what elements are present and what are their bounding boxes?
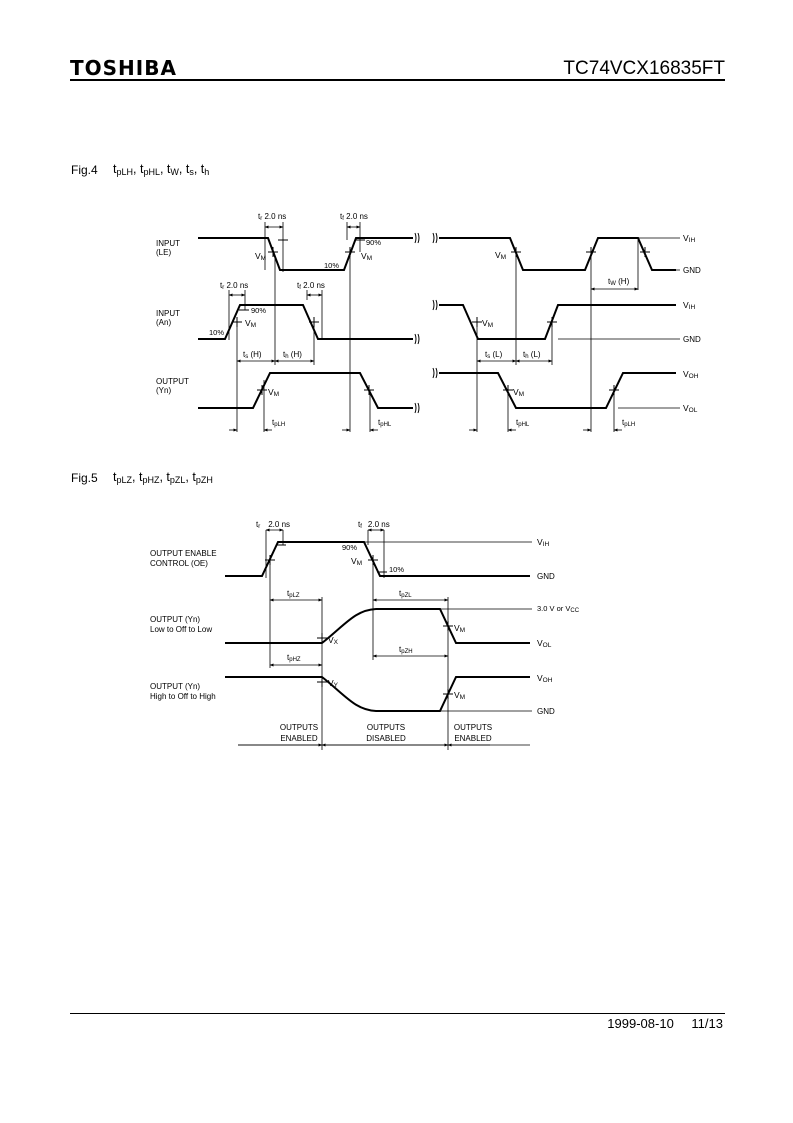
fig4-gnd-2: GND [683,335,701,344]
fig5-vm-low: VM [454,623,465,634]
fig4-out-wave-left [198,372,413,409]
fig4-vm-labels: VM VM VM VM VM VM VM [245,250,524,398]
fig4-an-wave-left [198,304,413,340]
toshiba-logo: TOSHIBA [70,56,177,80]
fig4-ts-h: ts (H) [243,350,262,360]
fig4-le-wave-right [439,237,676,271]
fig4-tr-an: tr 2.0 ns [220,281,248,291]
fig4-vol: VOL [683,403,698,414]
header-rule [70,79,725,81]
timing-symbol: th [200,162,210,177]
timing-symbol: ts [185,162,194,177]
timing-symbol: tpZH [192,470,213,485]
fig5-low-label: OUTPUT (Yn)Low to Off to Low [150,615,212,634]
fig4-vm-label: VM [495,250,506,261]
fig4-vm-label: VM [482,318,493,329]
fig5-label: Fig.5 [71,471,98,485]
fig5-oe-wave [225,541,530,577]
fig4-tr-le: tr 2.0 ns [258,212,286,222]
fig4-tf-le: tf 2.0 ns [340,212,368,222]
fig4-label: Fig.4 [71,163,98,177]
fig4-le-wave-left [198,237,413,271]
footer-page: 11/13 [691,1016,723,1031]
fig5-vm-high: VM [454,690,465,701]
fig5-vih: VIH [537,537,549,548]
fig4-vm-label: VM [268,387,279,398]
fig4-90pct-le: 90% [366,238,381,247]
fig5-tphz: tpHZ [287,653,301,663]
footer-date: 1999-08-10 [607,1016,674,1031]
fig4-ts-l: ts (L) [485,350,503,360]
timing-symbol: tpHZ [138,470,160,485]
fig5-vcc: 3.0 V or VCC [537,604,580,614]
fig5-gnd-1: GND [537,572,555,581]
fig5-vol: VOL [537,638,552,649]
part-number: TC74VCX16835FT [563,58,725,79]
fig4-tw-h: tW (H) [608,277,630,287]
fig4-10pct-an: 10% [209,328,224,337]
fig5-gnd-2: GND [537,707,555,716]
fig5-symbols: tpLZ, tpHZ, tpZL, tpZH [113,470,213,485]
fig4-th-l: th (L) [523,350,541,360]
fig4-10pct-le: 10% [324,261,339,270]
fig4-vih-1: VIH [683,233,695,244]
fig4-voh: VOH [683,369,699,380]
fig5-tplz: tpLZ [287,589,300,599]
fig4-vm-label: VM [245,318,256,329]
fig4-vm-label: VM [361,251,372,262]
fig4-vm-label: VM [513,387,524,398]
footer-rule [70,1013,725,1014]
timing-symbol: tpLZ [113,470,132,485]
fig4-90pct-an: 90% [251,306,266,315]
fig5-high-label: OUTPUT (Yn)High to Off to High [150,682,216,701]
fig4-tplh-label: tpLH [272,418,285,428]
timing-symbol: tpLH [113,162,133,177]
fig4-th-h: th (H) [283,350,302,360]
fig4-vm-label: VM [255,251,266,262]
fig5-high-wave [225,676,530,712]
fig4-tp-labels: tpLH tpHL tpHL tpLH [272,418,635,428]
fig4-input-le-label: INPUT(LE) [156,239,180,257]
footer: 1999-08-10 11/13 [593,1016,723,1031]
fig5-vm-oe: VM [351,556,362,567]
fig5-90pct: 90% [342,543,357,552]
fig4-diagram: INPUT(LE) INPUT(An) OUTPUT(Yn) VIH GND V… [156,212,701,432]
fig4-an-wave-right [439,304,676,340]
fig4-output-label: OUTPUT(Yn) [156,377,189,395]
fig4-tf-an: tf 2.0 ns [297,281,325,291]
fig5-low-wave [225,608,530,644]
fig4-tphl-label: tpHL [516,418,530,428]
fig5-vx: VX [328,635,339,646]
fig4-gnd-1: GND [683,266,701,275]
timing-symbol: tpHL [139,162,160,177]
fig5-tpzh: tpZH [399,645,413,655]
fig4-tplh-label: tpLH [622,418,635,428]
fig4-vih-2: VIH [683,300,695,311]
fig5-10pct: 10% [389,565,404,574]
fig5-tpzl: tpZL [399,589,412,599]
fig5-voh: VOH [537,673,553,684]
fig4-symbols: tpLH, tpHL, tW, ts, th [113,162,210,177]
fig4-tphl-label: tpHL [378,418,392,428]
timing-symbol: tpZL [166,470,186,485]
timing-symbol: tW [166,162,179,177]
fig4-out-wave-right [439,372,676,409]
fig4-input-an-label: INPUT(An) [156,309,180,327]
fig5-vy: VY [328,678,339,689]
